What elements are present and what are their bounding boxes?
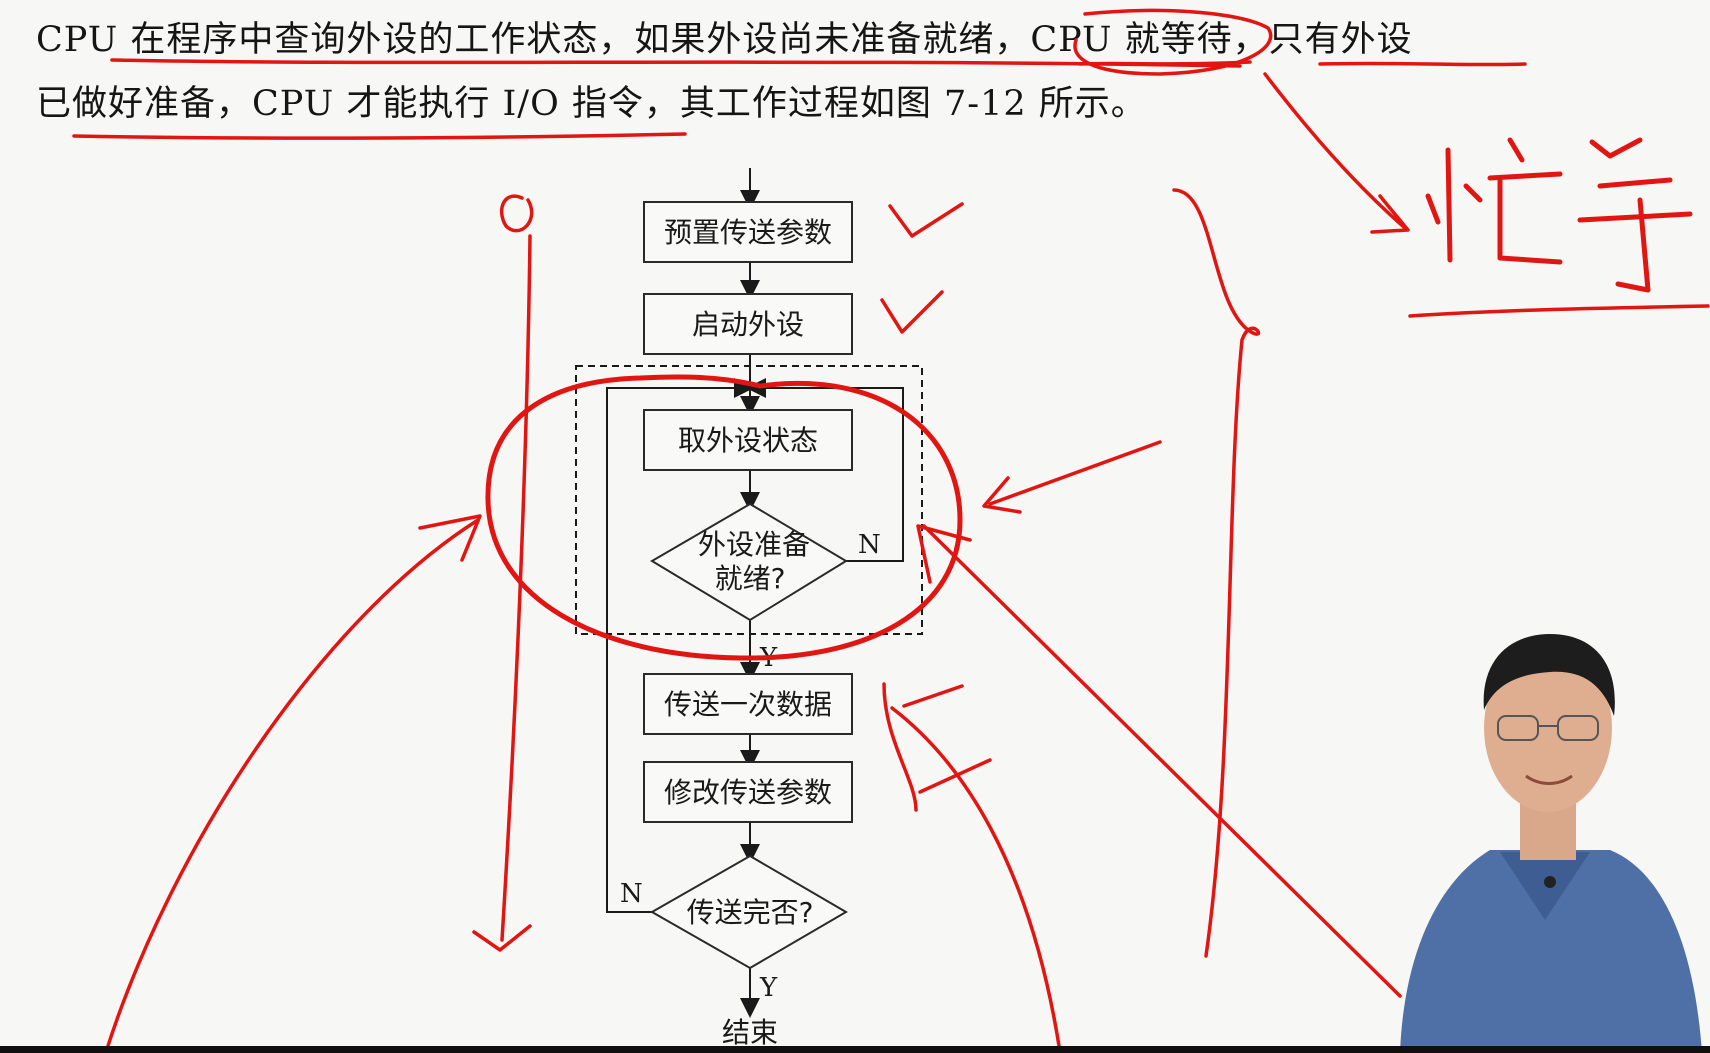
paragraph-line-1: CPU 在程序中查询外设的工作状态，如果外设尚未准备就绪，CPU 就等待，只有外… [36,20,1413,60]
node-modify-params: 修改传送参数 [643,761,853,823]
label-n-ready: N [858,530,881,560]
red-ink-annotations [72,8,1710,1053]
decision-ready-line1: 外设准备 [698,528,810,561]
node-transfer-once: 传送一次数据 [643,673,853,735]
video-bottom-bar [0,1046,1710,1053]
decision-ready-line2: 就绪? [715,562,786,595]
node-preset-params: 预置传送参数 [643,201,853,263]
node-start-device-label: 启动外设 [692,308,804,341]
paragraph-line-2: 已做好准备，CPU 才能执行 I/O 指令，其工作过程如图 7-12 所示。 [36,84,1147,124]
node-end-label: 结束 [722,1016,778,1049]
node-transfer-once-label: 传送一次数据 [664,688,832,721]
node-read-status: 取外设状态 [643,409,853,471]
node-start-device: 启动外设 [643,293,853,355]
label-y-done: Y [759,973,778,1003]
node-preset-params-label: 预置传送参数 [664,216,832,249]
node-transfer-done-decision: 传送完否? [649,854,848,970]
node-device-ready-decision: 外设准备 就绪? [650,502,848,622]
node-read-status-label: 取外设状态 [678,424,818,457]
node-modify-params-label: 修改传送参数 [664,776,832,809]
handwritten-busy-wait-note [1425,137,1693,293]
lecturer-video-overlay [1400,634,1702,1053]
explanation-paragraph: CPU 在程序中查询外设的工作状态，如果外设尚未准备就绪，CPU 就等待，只有外… [36,8,1536,136]
label-n-done: N [620,879,643,909]
decision-done-label: 传送完否? [687,896,814,929]
